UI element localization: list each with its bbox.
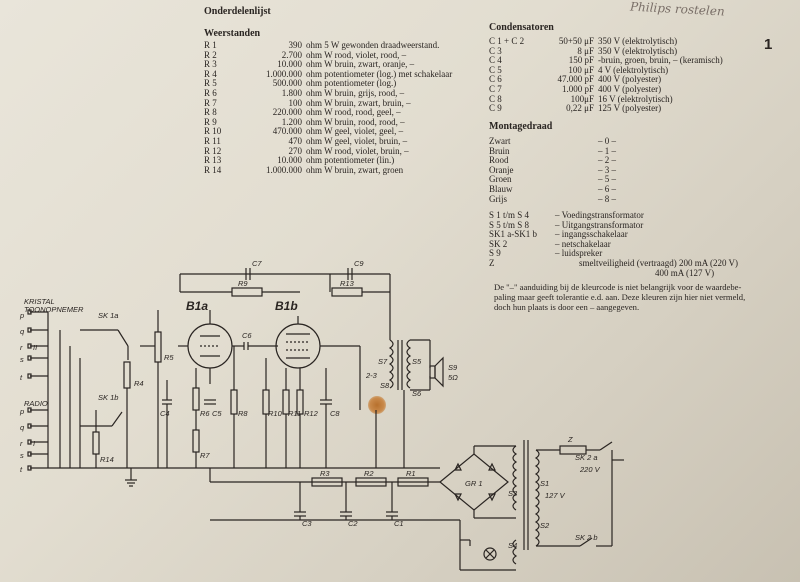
label-c1: C1 <box>394 519 404 528</box>
label-220v: 220 V <box>579 465 601 474</box>
component-descriptions: – Voedingstransformator– Uitgangstransfo… <box>555 210 739 278</box>
wire-heading: Montagedraad <box>489 121 553 132</box>
pin-t1: t <box>20 373 23 382</box>
input-jacks-kristal <box>27 309 48 379</box>
label-r7: R7 <box>200 451 210 460</box>
label-s8: S8 <box>380 381 390 390</box>
label-kristal: KRISTAL <box>24 297 55 306</box>
label-c8: C8 <box>330 409 340 418</box>
pin-t2: t <box>20 465 23 474</box>
label-roman-i: I <box>33 439 35 448</box>
label-r2: R2 <box>364 469 374 478</box>
label-tube-b1a: B1a <box>186 299 208 313</box>
label-roman-ii: II <box>33 343 37 352</box>
label-s1: S1 <box>540 479 549 488</box>
page-number: 1 <box>764 36 773 53</box>
pin-r2: r <box>20 439 23 448</box>
pin-q2: q <box>20 423 25 432</box>
label-r10: R10 <box>268 409 283 418</box>
resistors-heading: Weerstanden <box>204 28 261 39</box>
label-5-ohm: 5Ω <box>448 373 458 382</box>
label-c2: C2 <box>348 519 358 528</box>
label-sk2a: SK 2 a <box>575 453 598 462</box>
pin-s1: s <box>20 355 24 364</box>
label-tube-b1b: B1b <box>275 299 298 313</box>
label-c3: C3 <box>302 519 312 528</box>
label-radio: RADIO <box>24 399 48 408</box>
label-c7: C7 <box>252 259 262 268</box>
label-s9: S9 <box>448 363 458 372</box>
label-s4: S4 <box>508 541 517 550</box>
input-jacks-radio <box>27 407 48 471</box>
resistor-descriptions: ohm 5 W gewonden draadweerstand.ohm W ro… <box>306 40 453 175</box>
pin-p1: p <box>19 311 24 320</box>
label-r9: R9 <box>238 279 248 288</box>
label-r4: R4 <box>134 379 144 388</box>
label-sk1a: SK 1a <box>98 311 118 320</box>
label-c9: C9 <box>354 259 364 268</box>
handwritten-note: Philips rostelen <box>629 0 725 19</box>
capacitor-descriptions: 350 V (elektrolytisch)350 V (elektrolyti… <box>598 36 723 114</box>
capacitors-heading: Condensatoren <box>489 22 554 33</box>
stain <box>368 396 386 414</box>
label-c6: C6 <box>242 331 252 340</box>
label-s7: S7 <box>378 357 388 366</box>
label-sk2b: SK 2 b <box>575 533 598 542</box>
label-r6: R6 <box>200 409 210 418</box>
label-s3: S3 <box>508 489 518 498</box>
wire-codes: – 0 –– 1 –– 2 –– 3 –– 5 –– 6 –– 8 – <box>598 136 616 204</box>
label-r8: R8 <box>238 409 248 418</box>
pin-s2: s <box>20 451 24 460</box>
label-r12: R12 <box>304 409 319 418</box>
label-127v: 127 V <box>545 491 566 500</box>
label-s5: S5 <box>412 357 422 366</box>
label-z: Z <box>567 435 573 444</box>
label-r11: R11 <box>288 409 301 418</box>
color-code-note: De "–" aanduiding bij de kleurcode is ni… <box>494 282 746 313</box>
label-sk1b: SK 1b <box>98 393 118 402</box>
label-r13: R13 <box>340 279 355 288</box>
label-r3: R3 <box>320 469 330 478</box>
label-toonopnemer: TOONOPNEMER <box>24 305 84 314</box>
label-c5: C5 <box>212 409 222 418</box>
pin-q1: q <box>20 327 25 336</box>
pin-r1: r <box>20 343 23 352</box>
label-r14: R14 <box>100 455 114 464</box>
pin-p2: p <box>19 407 24 416</box>
label-2-3: 2-3 <box>365 371 378 380</box>
label-r1: R1 <box>406 469 416 478</box>
label-s6: S6 <box>412 389 422 398</box>
label-r5: R5 <box>164 353 174 362</box>
circuit-schematic: KRISTAL TOONOPNEMER RADIO p q r s t p q … <box>19 259 624 571</box>
label-c4: C4 <box>160 409 170 418</box>
label-gr1: GR 1 <box>465 479 483 488</box>
label-s2: S2 <box>540 521 550 530</box>
page-title: Onderdelenlijst <box>204 6 271 17</box>
